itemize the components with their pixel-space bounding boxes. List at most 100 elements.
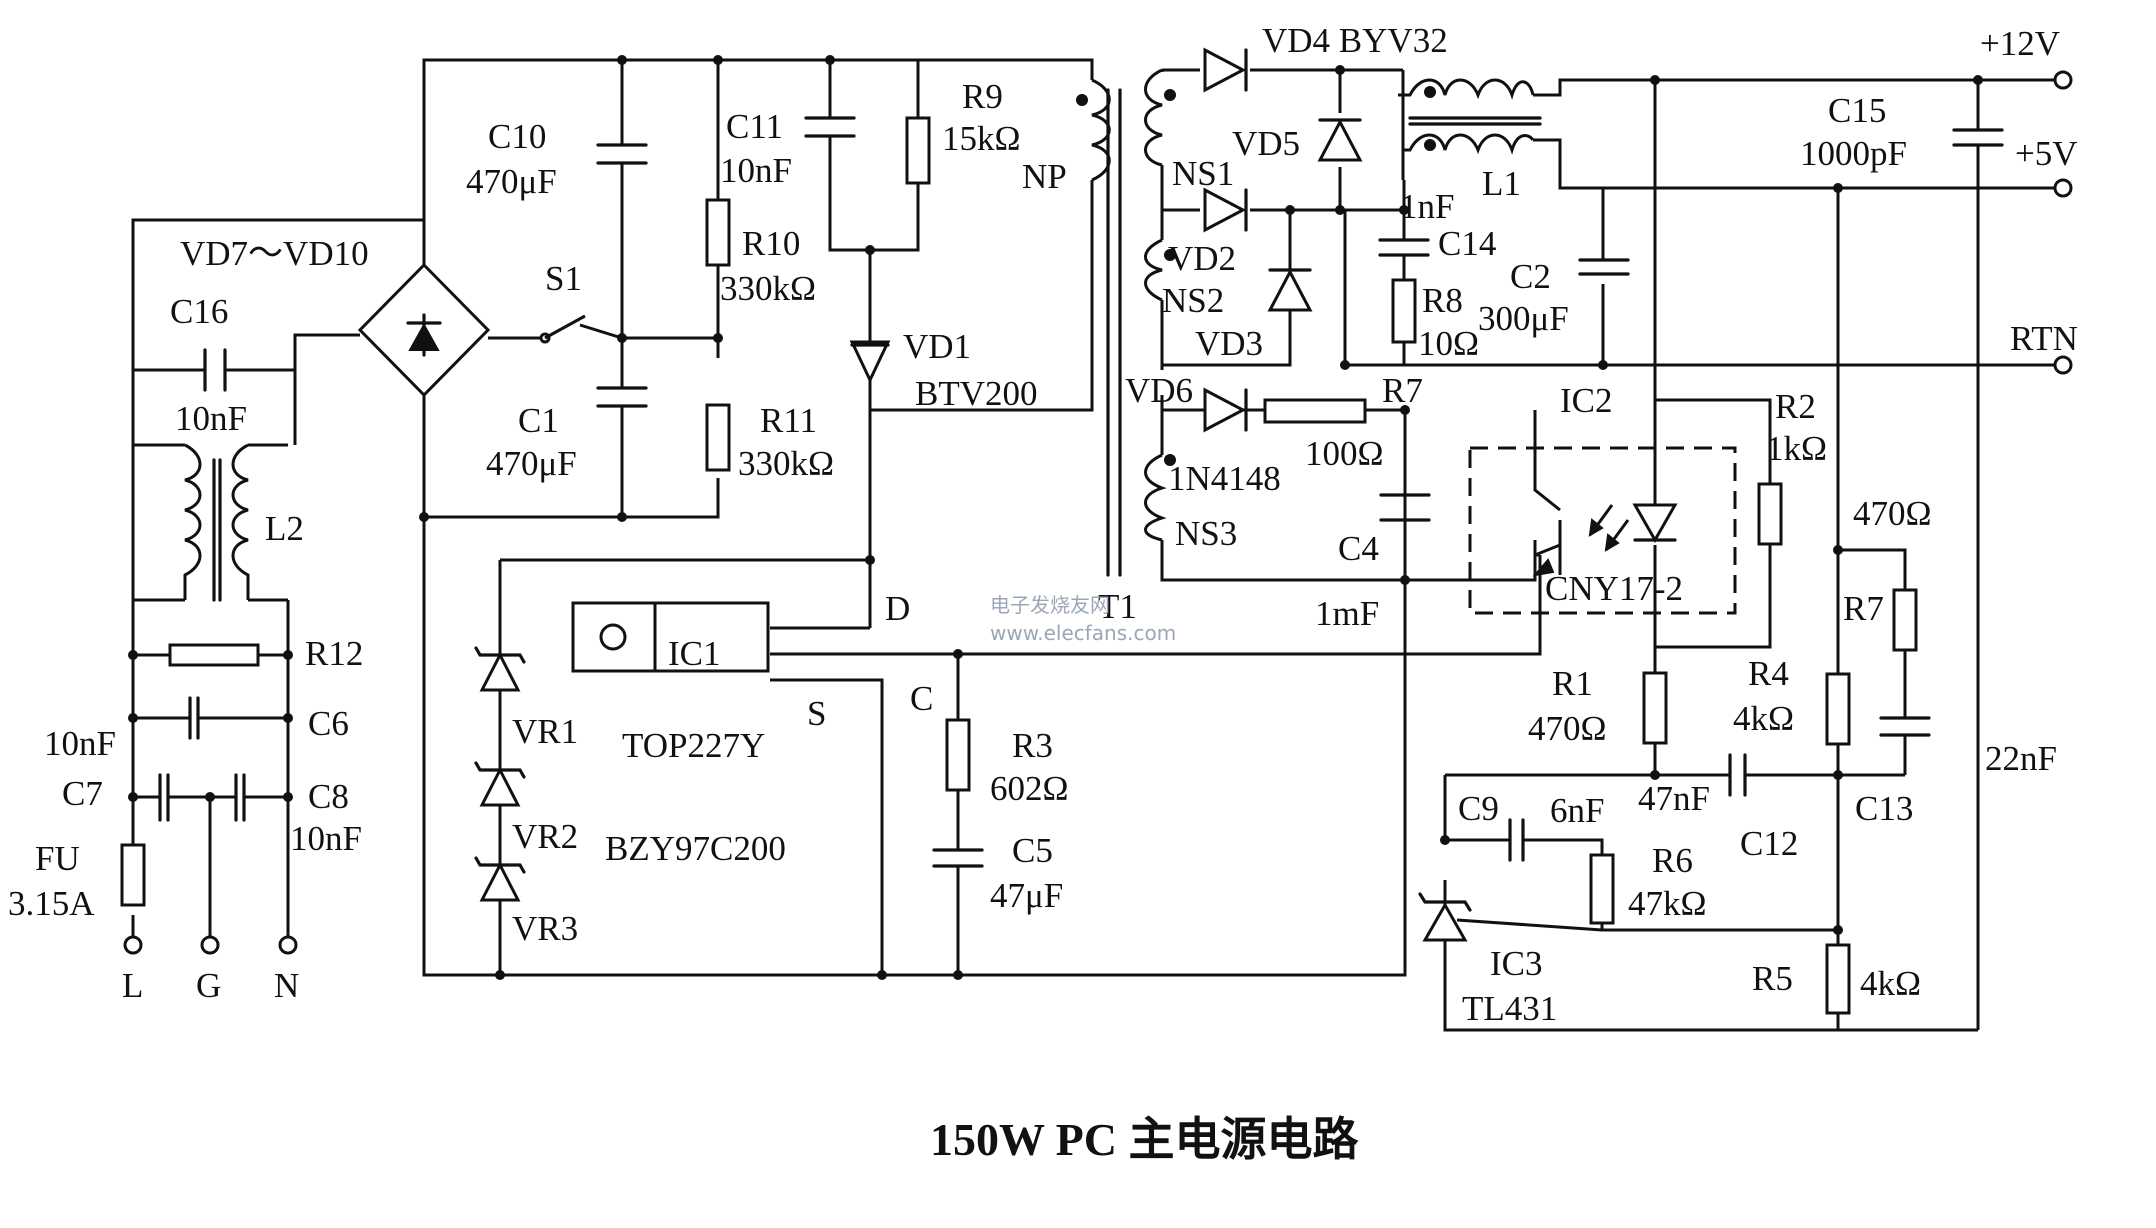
label-c15-val: 1000pF bbox=[1800, 134, 1907, 173]
label-r12: R12 bbox=[305, 634, 363, 673]
winding-ns1 bbox=[1144, 68, 1163, 167]
label-rtn: RTN bbox=[2010, 319, 2078, 358]
cap-c11 bbox=[804, 116, 856, 138]
label-c-pin: C bbox=[910, 679, 933, 718]
label-r3: R3 bbox=[1012, 726, 1053, 765]
resistor-r6 bbox=[1589, 853, 1615, 925]
shunt-ic3 bbox=[1422, 901, 1468, 942]
label-l2: L2 bbox=[265, 509, 304, 548]
diode-vd4 bbox=[1203, 47, 1247, 93]
label-c15: C15 bbox=[1828, 91, 1886, 130]
label-ns2: NS2 bbox=[1162, 281, 1224, 320]
label-r10-val: 330kΩ bbox=[720, 269, 816, 308]
terminal-l bbox=[123, 935, 143, 955]
wiring bbox=[131, 58, 2063, 1032]
label-c11: C11 bbox=[726, 107, 783, 146]
label-r8: R8 bbox=[1422, 281, 1463, 320]
winding-np bbox=[1091, 78, 1111, 182]
components bbox=[120, 47, 2073, 1015]
label-c2-val: 300μF bbox=[1478, 299, 1569, 338]
label-bridge: VD7～VD10 bbox=[180, 234, 369, 273]
label-vd3: VD3 bbox=[1195, 324, 1263, 363]
inductor-l2b bbox=[231, 443, 250, 600]
zener-vr3 bbox=[479, 861, 521, 902]
label-g: G bbox=[196, 966, 221, 1005]
label-np: NP bbox=[1022, 157, 1067, 196]
diode-vd2 bbox=[1203, 187, 1247, 233]
label-5v: +5V bbox=[2015, 134, 2078, 173]
resistor-r7-100 bbox=[1263, 398, 1367, 424]
label-c16: C16 bbox=[170, 292, 228, 331]
label-vd6-val: 1N4148 bbox=[1168, 459, 1281, 498]
label-ic2-val: CNY17-2 bbox=[1545, 569, 1683, 608]
led-ic2 bbox=[1632, 503, 1678, 544]
resistor-r5 bbox=[1825, 943, 1851, 1015]
label-c1-val: 470μF bbox=[486, 444, 577, 483]
inductor-l2a bbox=[183, 443, 202, 600]
label-vd6: VD6 bbox=[1125, 371, 1193, 410]
label-ic1: IC1 bbox=[668, 634, 721, 673]
label-vd5: VD5 bbox=[1232, 124, 1300, 163]
label-c7-val: 10nF bbox=[44, 724, 116, 763]
label-c6: C6 bbox=[308, 704, 349, 743]
resistor-r11 bbox=[705, 403, 731, 472]
label-fu: FU bbox=[35, 839, 80, 878]
label-r6-val: 47kΩ bbox=[1628, 884, 1707, 923]
label-vr2: VR2 bbox=[512, 817, 578, 856]
cap-c7 bbox=[158, 773, 170, 822]
label-ns1: NS1 bbox=[1172, 154, 1234, 193]
label-r7a: R7 bbox=[1382, 371, 1423, 410]
resistor-r9 bbox=[905, 116, 931, 185]
watermark-text: 电子发烧友网 bbox=[990, 593, 1110, 617]
label-r2-val: 1kΩ bbox=[1766, 429, 1827, 468]
label-r3-val: 602Ω bbox=[990, 769, 1069, 808]
label-t1: T1 bbox=[1098, 587, 1137, 626]
cap-c2 bbox=[1578, 258, 1630, 276]
label-fu-val: 3.15A bbox=[8, 884, 95, 923]
label-r1: R1 bbox=[1552, 664, 1593, 703]
cap-c14 bbox=[1378, 238, 1430, 257]
label-vd1: VD1 bbox=[903, 327, 971, 366]
resistor-r1 bbox=[1642, 671, 1668, 745]
label-r1-val: 470Ω bbox=[1528, 709, 1607, 748]
zener-vr1 bbox=[479, 651, 521, 692]
cap-c16 bbox=[203, 348, 227, 392]
label-12v: +12V bbox=[1980, 24, 2060, 63]
label-c10: C10 bbox=[488, 117, 546, 156]
cap-c4 bbox=[1379, 493, 1431, 522]
label-vd1-val: BTV200 bbox=[915, 374, 1038, 413]
label-ic3-val: TL431 bbox=[1462, 989, 1557, 1028]
cap-c5 bbox=[932, 848, 984, 868]
cap-c8 bbox=[234, 773, 246, 822]
resistor-r7-470 bbox=[1892, 588, 1918, 652]
cap-c12 bbox=[1728, 753, 1747, 797]
watermark-url: www.elecfans.com bbox=[990, 621, 1176, 645]
figure-caption: 150W PC 主电源电路 bbox=[930, 1114, 1359, 1165]
label-c2: C2 bbox=[1510, 257, 1551, 296]
cap-c15 bbox=[1952, 128, 2004, 147]
label-ic3: IC3 bbox=[1490, 944, 1543, 983]
label-c14-val: 1nF bbox=[1400, 187, 1454, 226]
label-r4: R4 bbox=[1748, 654, 1789, 693]
label-c9: C9 bbox=[1458, 789, 1499, 828]
label-vd2: VD2 bbox=[1168, 239, 1236, 278]
label-vr3: VR3 bbox=[512, 909, 578, 948]
resistor-r8 bbox=[1391, 278, 1417, 344]
label-l1: L1 bbox=[1482, 164, 1521, 203]
label-vd4: VD4 BYV32 bbox=[1262, 21, 1448, 60]
label-c14: C14 bbox=[1438, 224, 1496, 263]
cap-c13 bbox=[1879, 716, 1931, 737]
label-c9-val: 6nF bbox=[1550, 791, 1604, 830]
winding-ns3 bbox=[1144, 453, 1167, 542]
winding-ns2 bbox=[1144, 238, 1163, 302]
label-c1: C1 bbox=[518, 401, 559, 440]
label-r11: R11 bbox=[760, 401, 817, 440]
label-r7a-val: 100Ω bbox=[1305, 434, 1384, 473]
label-ns3: NS3 bbox=[1175, 514, 1237, 553]
resistor-r12 bbox=[168, 643, 260, 667]
label-r7b: R7 bbox=[1843, 589, 1884, 628]
label-c7: C7 bbox=[62, 774, 103, 813]
label-c12-val: 47nF bbox=[1638, 779, 1710, 818]
label-r5: R5 bbox=[1752, 959, 1793, 998]
